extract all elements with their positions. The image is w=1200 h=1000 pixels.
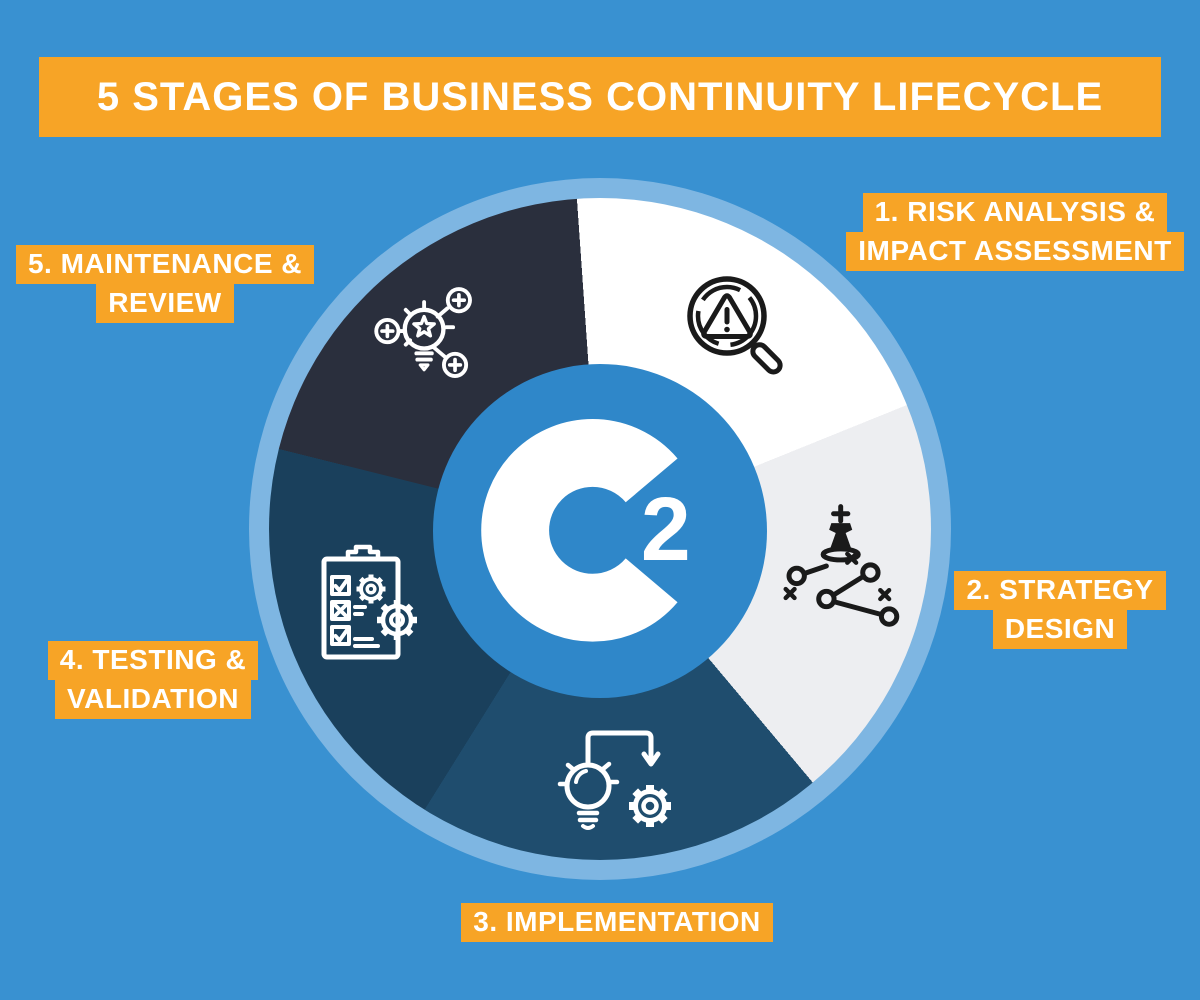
stage-label-implementation: 3. IMPLEMENTATION: [447, 903, 787, 942]
label-line: 1. RISK ANALYSIS &: [862, 193, 1168, 232]
title-banner: 5 STAGES OF BUSINESS CONTINUITY LIFECYCL…: [39, 57, 1161, 137]
page-title: 5 STAGES OF BUSINESS CONTINUITY LIFECYCL…: [96, 74, 1104, 119]
label-line: REVIEW: [96, 284, 234, 323]
label-line: DESIGN: [992, 610, 1128, 649]
stage-label-strategy: 2. STRATEGY DESIGN: [930, 571, 1190, 649]
label-line: 4. TESTING &: [47, 641, 259, 680]
stage-label-maintenance: 5. MAINTENANCE & REVIEW: [15, 245, 315, 323]
stage-label-risk: 1. RISK ANALYSIS & IMPACT ASSESSMENT: [845, 193, 1185, 271]
logo-number-2: 2: [641, 479, 691, 579]
c2-logo: 2: [481, 419, 704, 642]
label-line: 2. STRATEGY: [954, 571, 1166, 610]
label-line: 3. IMPLEMENTATION: [461, 903, 773, 942]
stage-label-testing: 4. TESTING & VALIDATION: [13, 641, 293, 719]
logo-letter-c: [481, 419, 704, 642]
label-line: IMPACT ASSESSMENT: [846, 232, 1184, 271]
center-hub: 2: [433, 364, 767, 698]
label-line: VALIDATION: [55, 680, 251, 719]
label-line: 5. MAINTENANCE &: [15, 245, 314, 284]
